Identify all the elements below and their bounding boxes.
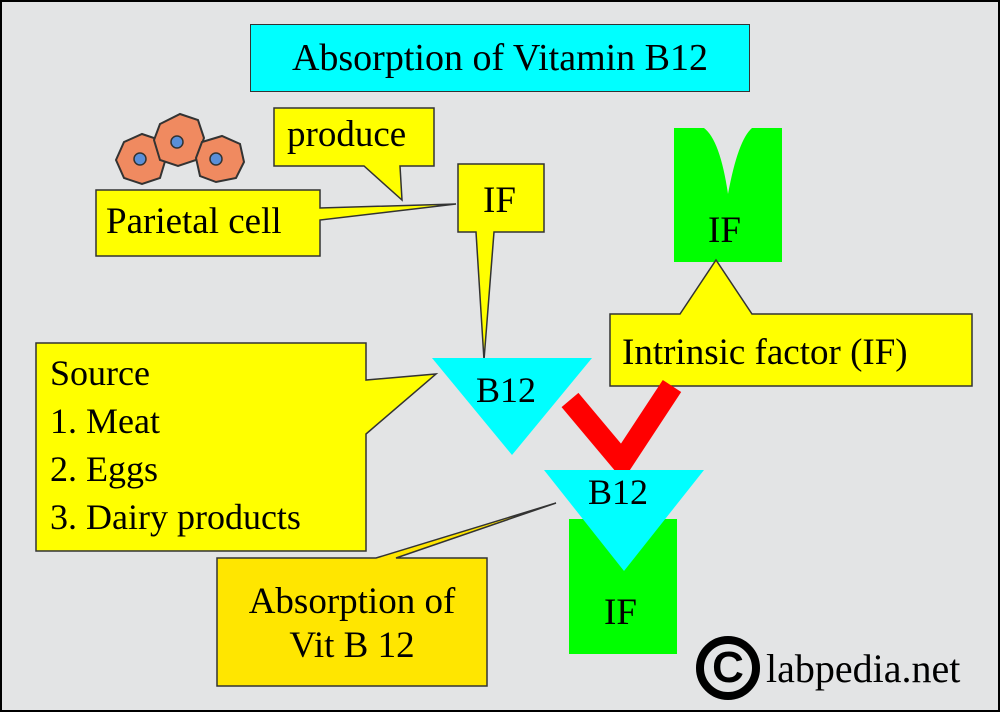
b12-free-label: B12 bbox=[476, 370, 537, 410]
absorption-line-2: Vit B 12 bbox=[289, 625, 415, 666]
if-receptor-bottom-shape bbox=[569, 519, 677, 654]
if-callout-shape bbox=[457, 163, 545, 361]
source-list: Source 1. Meat 2. Eggs 3. Dairy products bbox=[36, 343, 366, 551]
parietal-cell-label: Parietal cell bbox=[106, 201, 282, 242]
cell-nucleus bbox=[170, 135, 184, 149]
watermark: C labpedia.net bbox=[696, 632, 960, 704]
if-receptor-top-shape bbox=[674, 128, 782, 262]
b12-bound-label: B12 bbox=[588, 472, 649, 512]
source-callout-shape bbox=[35, 342, 439, 552]
parietal-cells-icon bbox=[114, 112, 246, 186]
intrinsic-factor-label: Intrinsic factor (IF) bbox=[622, 332, 908, 373]
source-item-dairy: 3. Dairy products bbox=[50, 497, 301, 537]
produce-label: produce bbox=[287, 114, 407, 155]
binding-arrow bbox=[561, 379, 682, 481]
if-receptor-bottom-label: IF bbox=[604, 592, 637, 633]
absorption-line-1: Absorption of bbox=[248, 581, 456, 622]
b12-free-triangle bbox=[432, 358, 592, 455]
produce-callout-shape bbox=[273, 107, 435, 202]
cell-nucleus bbox=[209, 152, 223, 166]
source-item-meat: 1. Meat bbox=[50, 401, 160, 441]
watermark-text: labpedia.net bbox=[766, 645, 961, 691]
cell-nucleus bbox=[133, 152, 147, 166]
page-title: Absorption of Vitamin B12 bbox=[250, 24, 750, 92]
b12-bound-triangle bbox=[544, 470, 704, 571]
source-heading: Source bbox=[50, 353, 150, 393]
copyright-icon: C bbox=[696, 636, 760, 700]
if-receptor-top-label: IF bbox=[708, 210, 741, 251]
if-small-label: IF bbox=[483, 180, 516, 221]
parietal-cell-callout-shape bbox=[95, 189, 457, 257]
absorption-callout-shape bbox=[216, 502, 557, 687]
absorption-text: Absorption of Vit B 12 bbox=[217, 558, 487, 686]
source-item-eggs: 2. Eggs bbox=[50, 449, 158, 489]
